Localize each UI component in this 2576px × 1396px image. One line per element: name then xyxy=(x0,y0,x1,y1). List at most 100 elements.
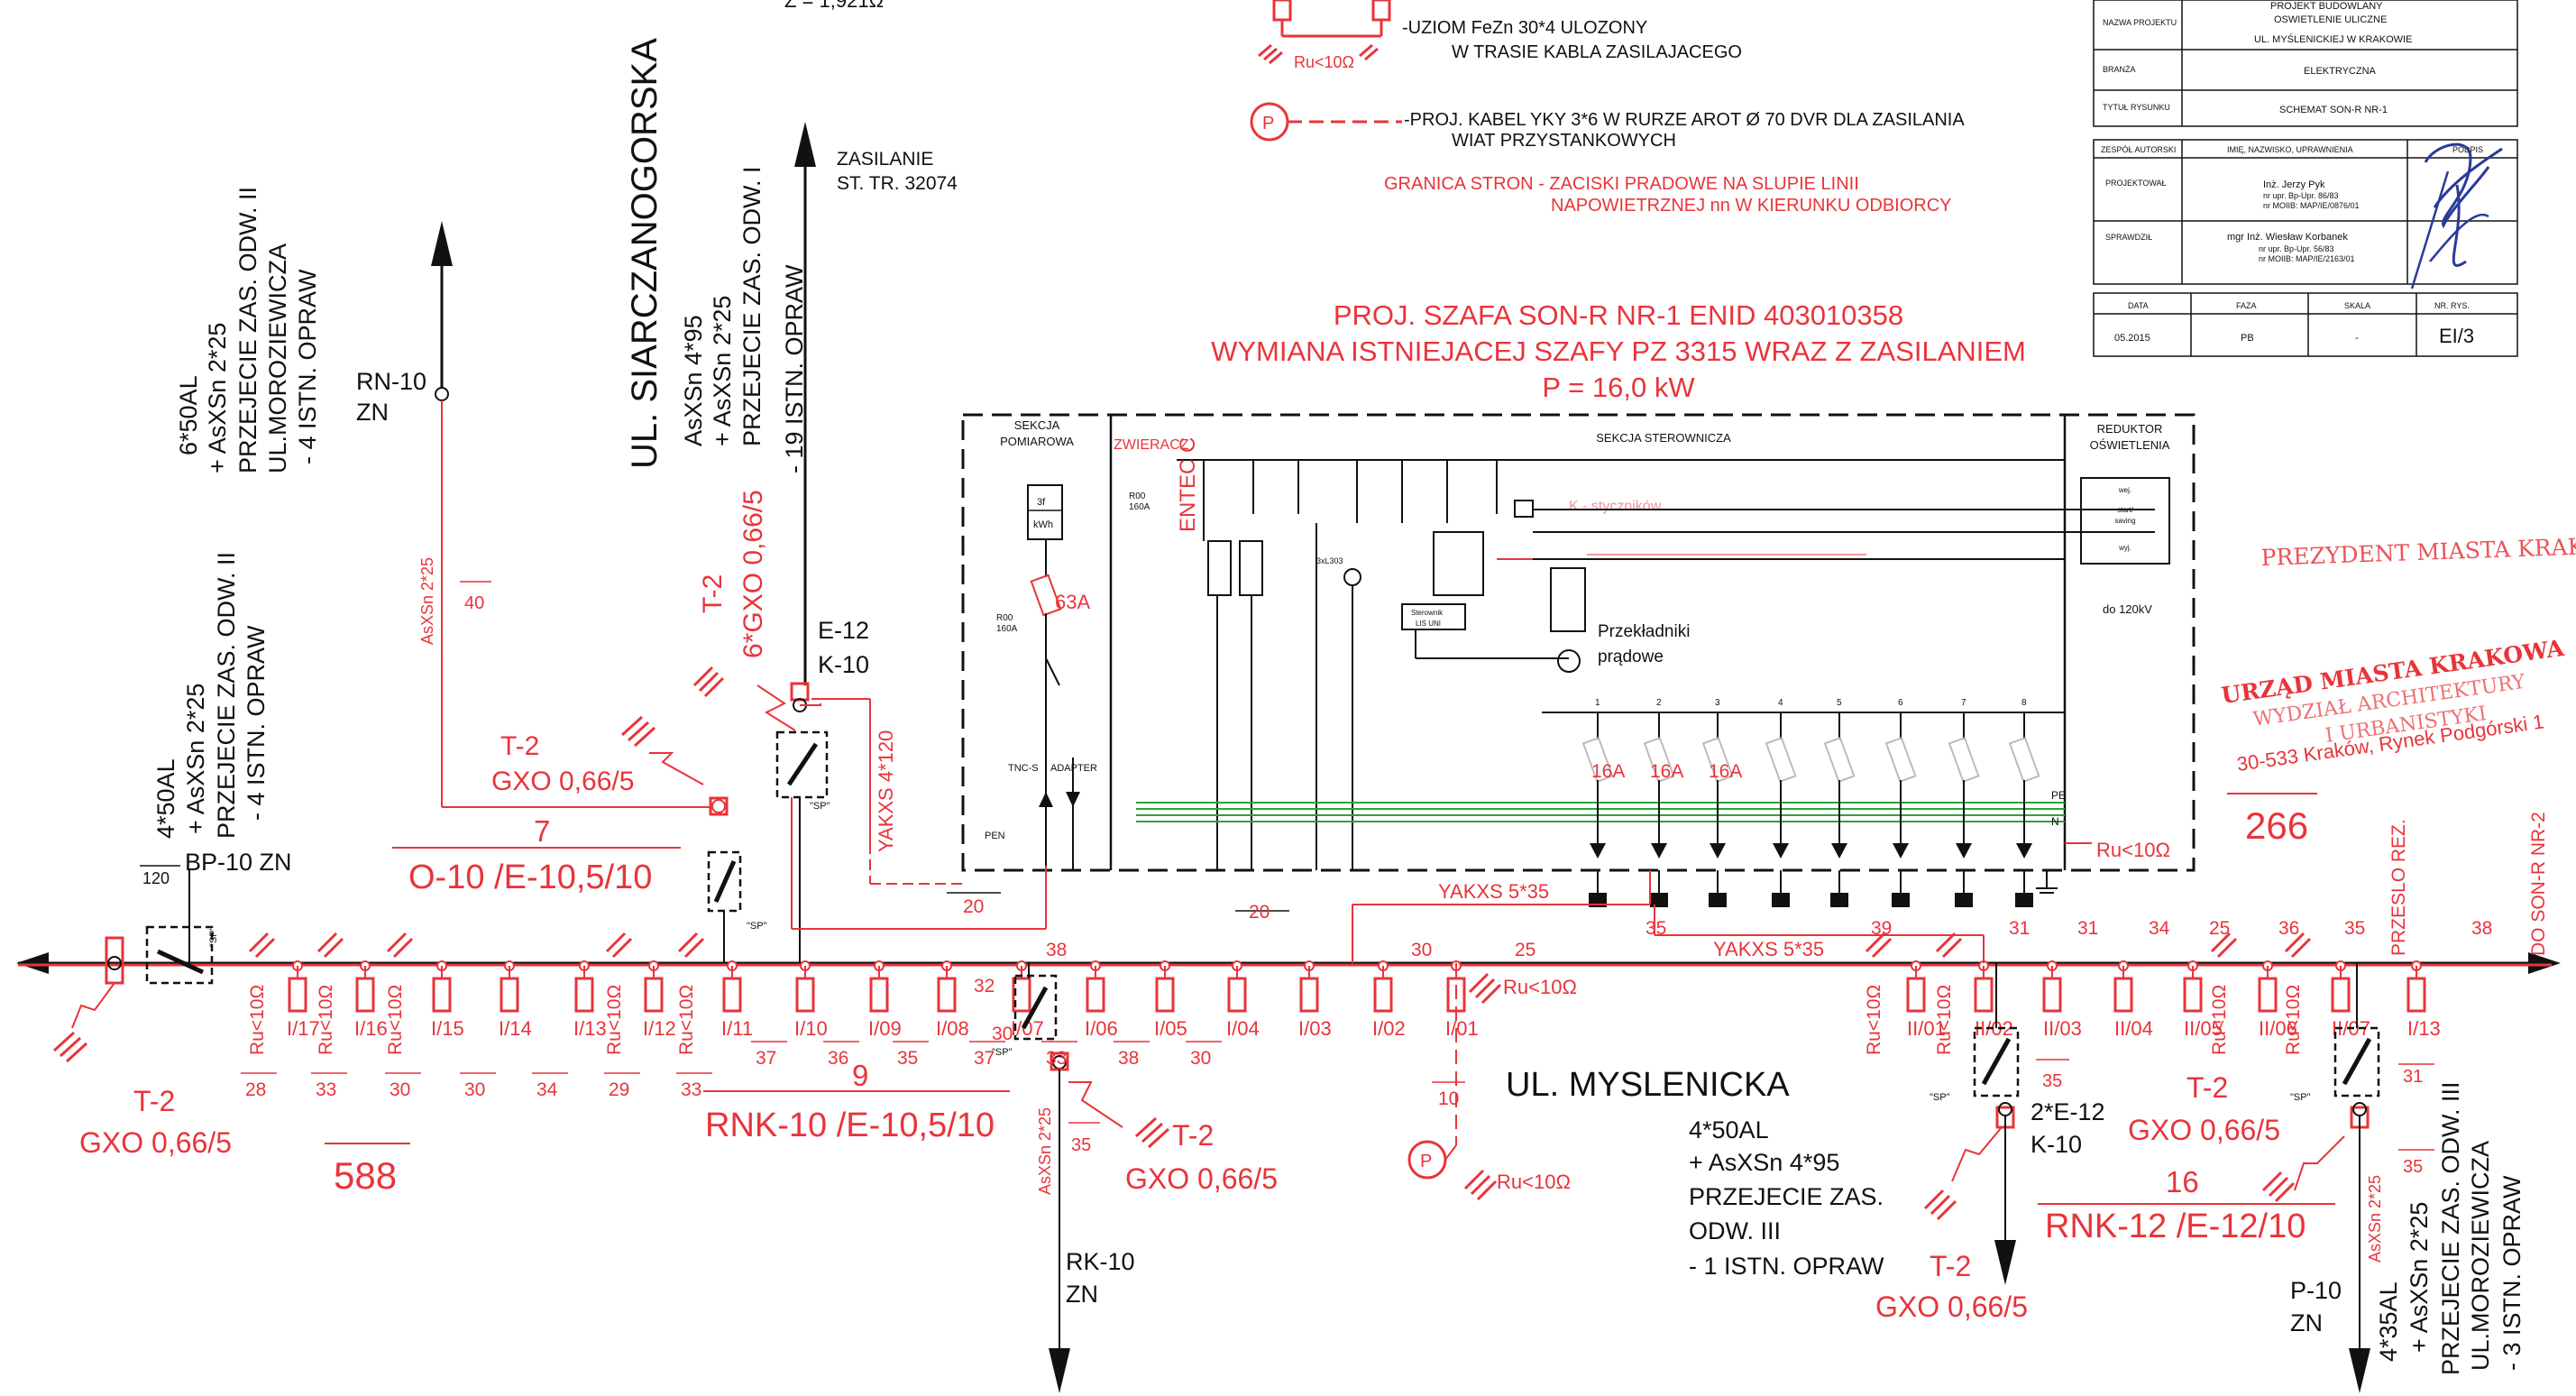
pole-label: I/15 xyxy=(431,1017,464,1040)
svg-text:PEN: PEN xyxy=(985,831,1005,841)
svg-text:SEKCJA: SEKCJA xyxy=(1014,418,1060,432)
title-block-text: NAZWA PROJEKTU PROJEKT BUDOWLANY OSWIETL… xyxy=(2101,1,2503,347)
svg-text:K - styczników: K - styczników xyxy=(1569,499,1662,514)
svg-text:T-2: T-2 xyxy=(133,1085,175,1117)
span-length: 34 xyxy=(2149,918,2170,939)
svg-text:TYTUŁ RYSUNKU: TYTUŁ RYSUNKU xyxy=(2103,103,2170,112)
svg-text:PRZESLO REZ.: PRZESLO REZ. xyxy=(2388,819,2409,956)
svg-text:"SP": "SP" xyxy=(992,1047,1013,1058)
earth-resistance-label: Ru<10Ω xyxy=(2283,985,2304,1055)
svg-text:EI/3: EI/3 xyxy=(2439,325,2474,347)
svg-text:7: 7 xyxy=(534,814,550,848)
svg-text:GXO 0,66/5: GXO 0,66/5 xyxy=(1125,1162,1278,1195)
span-length: 30 xyxy=(390,1079,410,1100)
pole-I-03 xyxy=(1299,977,1319,1013)
earth-electrode-left xyxy=(1272,0,1292,22)
pole-II-01 xyxy=(1906,977,1926,1013)
span-length: 38 xyxy=(1046,940,1067,960)
svg-text:ZN: ZN xyxy=(2290,1309,2323,1336)
svg-text:wej.: wej. xyxy=(2118,486,2131,494)
svg-text:wyj.: wyj. xyxy=(2118,544,2131,552)
svg-text:UL. MYŚLENICKIEJ W KRAKOWIE: UL. MYŚLENICKIEJ W KRAKOWIE xyxy=(2254,33,2412,45)
svg-text:FAZA: FAZA xyxy=(2236,301,2257,310)
p-feeder: P Ru<10Ω 10 Ru<10Ω xyxy=(1407,963,1577,1201)
span-length: 25 xyxy=(2209,918,2230,939)
pole-label: I/06 xyxy=(1085,1017,1118,1040)
svg-text:RNK-12 /E-12/10: RNK-12 /E-12/10 xyxy=(2045,1208,2306,1245)
pole-I-17 xyxy=(288,977,307,1013)
terminal-arrow xyxy=(1956,843,1972,859)
svg-text:"SP": "SP" xyxy=(2290,1092,2311,1103)
svg-text:ZASILANIE: ZASILANIE xyxy=(837,149,933,170)
svg-text:35: 35 xyxy=(1071,1135,1091,1155)
svg-text:BRANŻA: BRANŻA xyxy=(2103,65,2136,74)
svg-text:ENTEC C: ENTEC C xyxy=(1176,437,1200,532)
output-terminal xyxy=(1650,893,1668,907)
svg-text:YAKXS 5*35: YAKXS 5*35 xyxy=(1713,938,1824,960)
svg-text:16A: 16A xyxy=(1650,761,1683,782)
street-siarczanogorska: UL. SIARCZANOGORSKA xyxy=(625,38,665,469)
svg-text:T-2: T-2 xyxy=(1930,1250,1971,1282)
svg-text:TNC-S: TNC-S xyxy=(1008,763,1039,774)
pole-II-02 xyxy=(1974,977,1994,1013)
pole-II-07 xyxy=(2331,977,2351,1013)
svg-text:- 4 ISTN. OPRAW: - 4 ISTN. OPRAW xyxy=(243,625,270,821)
rk10-branch: "SP" AsXSn 2*25 35 RK-10 ZN T-2 GXO 0,66… xyxy=(703,963,1278,1393)
pole-I-16 xyxy=(355,977,375,1013)
output-terminal xyxy=(2015,893,2033,907)
terminal-arrow xyxy=(1831,843,1847,859)
terminal-arrow xyxy=(2016,843,2032,859)
terminal-arrow xyxy=(1590,843,1606,859)
span-length: 30 xyxy=(992,1024,1013,1044)
svg-text:PRZEJECIE ZAS. ODW. III: PRZEJECIE ZAS. ODW. III xyxy=(2437,1081,2464,1375)
pole-label: I/13 xyxy=(2407,1017,2441,1040)
rn10-branch: RN-10 ZN AsXSn 2*25 40 T-2 GXO 0,66/5 7 … xyxy=(356,221,767,963)
cable-note: -PROJ. KABEL YKY 3*6 W RURZE AROT Ø 70 D… xyxy=(1404,110,1965,130)
pole-label: I/09 xyxy=(868,1017,902,1040)
span-length: 39 xyxy=(1871,918,1892,939)
svg-text:R00: R00 xyxy=(996,613,1013,623)
circuit-number: 7 xyxy=(1961,698,1966,708)
svg-text:SKALA: SKALA xyxy=(2344,301,2370,310)
svg-text:SEKCJA STEROWNICZA: SEKCJA STEROWNICZA xyxy=(1596,431,1731,445)
span-length: 36 xyxy=(828,1048,848,1069)
svg-text:6*GXO 0,66/5: 6*GXO 0,66/5 xyxy=(738,490,768,658)
span-length: 35 xyxy=(1646,918,1666,939)
svg-text:266: 266 xyxy=(2245,804,2308,847)
svg-text:E-12: E-12 xyxy=(818,617,869,644)
svg-text:nr upr. Bp-Upr. 86/83: nr upr. Bp-Upr. 86/83 xyxy=(2263,191,2339,200)
svg-text:O-10 /E-10,5/10: O-10 /E-10,5/10 xyxy=(408,859,652,896)
pole-I-10 xyxy=(795,977,815,1013)
svg-text:nr MOIIB: MAP/IE/2163/01: nr MOIIB: MAP/IE/2163/01 xyxy=(2259,254,2355,263)
pole-I-12 xyxy=(644,977,664,1013)
svg-text:NR. RYS.: NR. RYS. xyxy=(2434,301,2470,310)
svg-text:ST. TR. 32074: ST. TR. 32074 xyxy=(837,173,958,194)
svg-text:-: - xyxy=(2355,333,2359,344)
span-length: 30 xyxy=(1190,1048,1211,1069)
svg-text:PROJEKT BUDOWLANY: PROJEKT BUDOWLANY xyxy=(2270,1,2383,12)
svg-text:RN-10: RN-10 xyxy=(356,368,426,395)
fuse-16a xyxy=(1701,736,1734,783)
svg-text:120: 120 xyxy=(142,869,170,887)
pole-I-15 xyxy=(432,977,452,1013)
svg-text:PRZEJECIE ZAS.: PRZEJECIE ZAS. xyxy=(1689,1183,1884,1210)
svg-text:GXO 0,66/5: GXO 0,66/5 xyxy=(79,1126,232,1159)
svg-text:4*50AL: 4*50AL xyxy=(152,758,179,839)
span-length: 38 xyxy=(1118,1048,1139,1069)
span-length: 31 xyxy=(2009,918,2030,939)
svg-text:2*E-12: 2*E-12 xyxy=(2031,1098,2105,1125)
svg-text:AsXSn 2*25: AsXSn 2*25 xyxy=(418,557,436,645)
svg-text:PRZEJECIE ZAS. ODW. I: PRZEJECIE ZAS. ODW. I xyxy=(738,166,765,446)
svg-text:- 4 ISTN. OPRAW: - 4 ISTN. OPRAW xyxy=(294,269,321,464)
terminal-arrow xyxy=(1893,843,1909,859)
headline-line-3: P = 16,0 kW xyxy=(1542,372,1695,403)
span-length: 30 xyxy=(1411,940,1432,960)
svg-text:ODW. III: ODW. III xyxy=(1689,1217,1781,1244)
pole-label: I/16 xyxy=(354,1017,388,1040)
svg-text:P: P xyxy=(1262,114,1274,133)
svg-text:AsXSn 2*25: AsXSn 2*25 xyxy=(2366,1175,2384,1263)
svg-text:ADAPTER: ADAPTER xyxy=(1050,763,1097,774)
